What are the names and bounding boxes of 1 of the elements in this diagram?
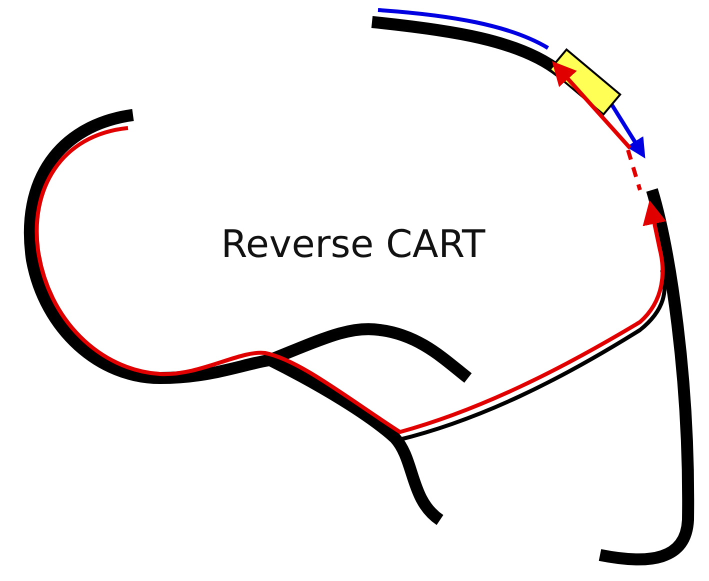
diagram-label: Reverse CART	[221, 222, 486, 266]
